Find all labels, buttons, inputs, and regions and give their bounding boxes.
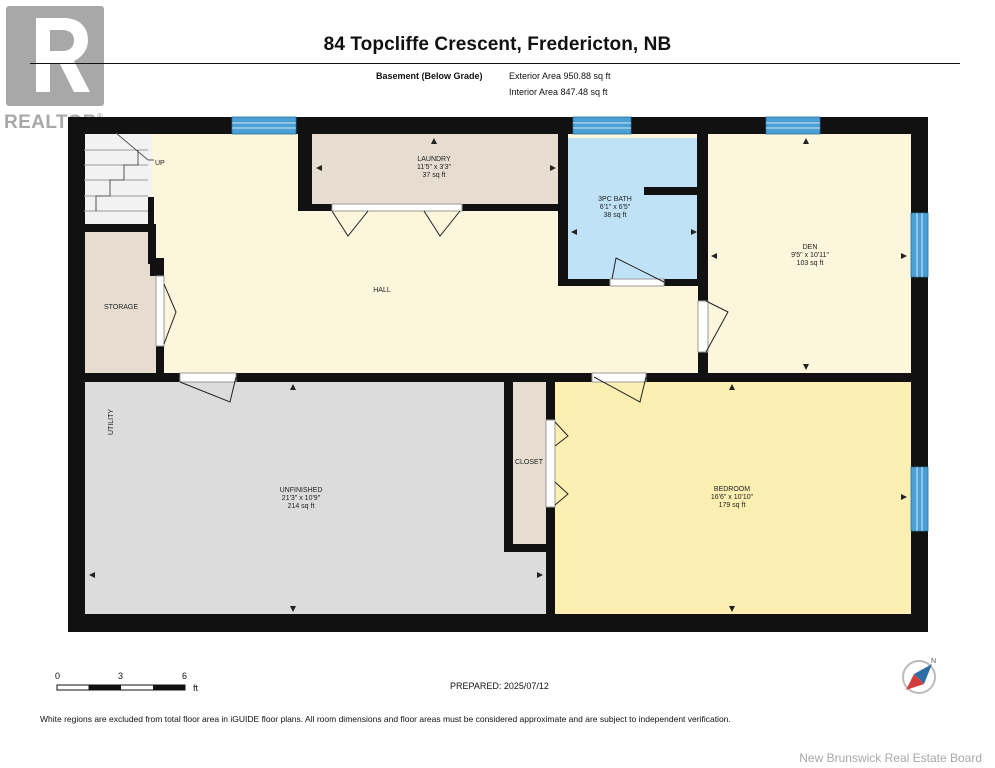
scale-bar bbox=[56, 684, 186, 691]
level-name: Basement (Below Grade) bbox=[376, 71, 483, 81]
scale-mark-0: 0 bbox=[55, 671, 61, 681]
stairs bbox=[84, 132, 154, 212]
den-area bbox=[706, 133, 912, 376]
room-hall: HALL bbox=[373, 287, 391, 294]
realtor-logo bbox=[6, 6, 104, 106]
scale-mark-6: 6 bbox=[182, 671, 188, 681]
interior-walls bbox=[68, 117, 912, 617]
room-closet: CLOSET bbox=[514, 459, 543, 466]
page-title: 84 Topcliffe Crescent, Fredericton, NB bbox=[323, 34, 672, 55]
room-bath: 3PC BATH 6'1" x 6'5" 38 sq ft bbox=[598, 196, 632, 219]
stairs-up-label: UP bbox=[155, 160, 165, 167]
room-laundry: LAUNDRY 11'5" x 3'3" 37 sq ft bbox=[417, 156, 451, 179]
unfinished-area bbox=[84, 382, 548, 614]
laundry-area bbox=[312, 133, 560, 205]
room-den: DEN 9'5" x 10'11" 103 sq ft bbox=[791, 244, 829, 267]
title-divider bbox=[30, 63, 960, 64]
interior-area: Interior Area 847.48 sq ft bbox=[509, 87, 608, 97]
storage-area bbox=[84, 231, 156, 374]
compass-icon: N bbox=[902, 658, 936, 694]
disclaimer: White regions are excluded from total fl… bbox=[40, 714, 731, 724]
prepared-date: PREPARED: 2025/07/12 bbox=[450, 681, 549, 691]
room-utility: UTILITY bbox=[108, 408, 115, 435]
board-watermark: New Brunswick Real Estate Board bbox=[799, 751, 982, 765]
stairs-area bbox=[84, 133, 152, 225]
dimension-markers bbox=[89, 138, 907, 612]
window-panes bbox=[232, 122, 923, 531]
room-unfinished: UNFINISHED 21'3" x 10'9" 214 sq ft bbox=[279, 487, 323, 510]
windows bbox=[231, 116, 929, 532]
bedroom-area bbox=[552, 380, 912, 614]
closet-area bbox=[512, 382, 548, 544]
scale-mark-3: 3 bbox=[118, 671, 124, 681]
scale-unit: ft bbox=[193, 683, 199, 693]
realtor-r-icon bbox=[36, 18, 90, 92]
doors bbox=[155, 203, 729, 508]
svg-text:N: N bbox=[931, 658, 936, 665]
exterior-area: Exterior Area 950.88 sq ft bbox=[509, 71, 611, 81]
room-bedroom: BEDROOM 16'6" x 10'10" 179 sq ft bbox=[710, 486, 754, 509]
room-storage: STORAGE bbox=[103, 304, 139, 311]
bath-area bbox=[566, 138, 700, 280]
